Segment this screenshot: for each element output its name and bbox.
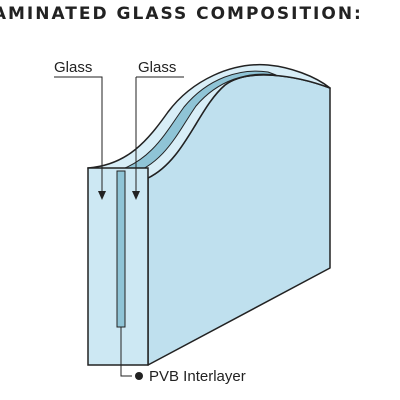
glass-outer-label: Glass bbox=[54, 59, 92, 76]
glass-inner-arrowhead bbox=[132, 191, 140, 200]
interlayer-bullet bbox=[135, 372, 143, 380]
glass-outer-arrowhead bbox=[98, 191, 106, 200]
interlayer-leader-line bbox=[120, 327, 132, 377]
interlayer-top-strip bbox=[116, 70, 277, 176]
diagram-title: LAMINATED GLASS COMPOSITION: bbox=[0, 4, 363, 24]
interlayer-front-strip bbox=[116, 170, 126, 328]
glass-inner-leader-line bbox=[135, 76, 184, 197]
glass-top-face bbox=[87, 63, 331, 179]
interlayer-label: PVB Interlayer bbox=[149, 368, 246, 385]
glass-outer-leader-line bbox=[54, 76, 103, 197]
glass-inner-label: Glass bbox=[138, 59, 176, 76]
